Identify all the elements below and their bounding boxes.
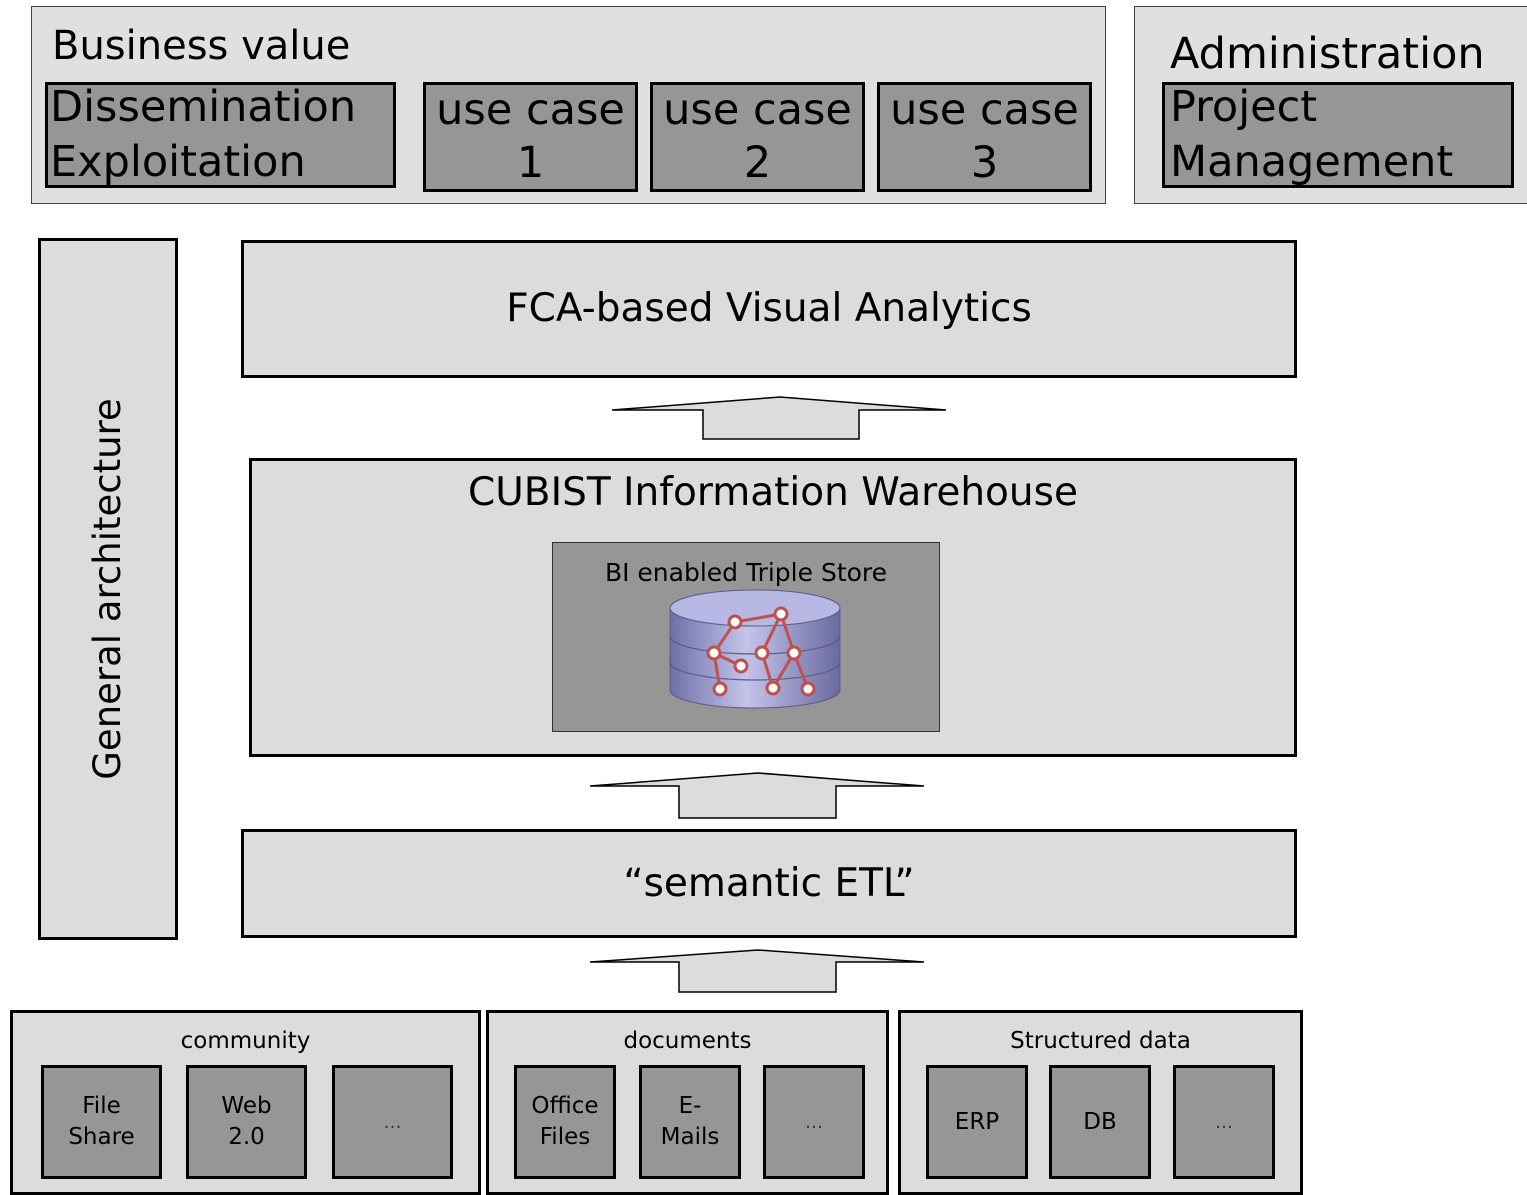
- source-item-e-mails-line2: Mails: [660, 1124, 720, 1150]
- use-case-1-box: use case 1: [423, 82, 638, 192]
- source-item-file-share: File Share: [41, 1065, 162, 1179]
- semantic-etl-layer: “semantic ETL”: [241, 829, 1297, 938]
- source-item-file-share-line1: File: [82, 1093, 121, 1119]
- dissemination-box: [45, 82, 396, 188]
- triple-store-label: BI enabled Triple Store: [604, 558, 888, 587]
- source-item-file-share-line2: Share: [68, 1124, 135, 1150]
- source-item-office-files: Office Files: [514, 1065, 616, 1179]
- structured-data-title: Structured data: [1010, 1027, 1191, 1054]
- use-case-1-line2: 1: [516, 138, 545, 188]
- source-item-web-20-line1: Web: [221, 1093, 272, 1119]
- source-item-web-20: Web 2.0: [186, 1065, 307, 1179]
- general-architecture-bar: [38, 238, 178, 940]
- semantic-etl-label: “semantic ETL”: [623, 860, 915, 906]
- use-case-3-line2: 3: [970, 138, 999, 188]
- information-warehouse-title: CUBIST Information Warehouse: [468, 470, 1078, 515]
- community-title: community: [180, 1027, 311, 1054]
- use-case-3-box: use case 3: [877, 82, 1092, 192]
- use-case-1-line1: use case: [436, 85, 625, 135]
- visual-analytics-layer: FCA-based Visual Analytics: [241, 240, 1297, 378]
- project-label: Project: [1170, 82, 1318, 132]
- exploitation-label: Exploitation: [50, 137, 306, 187]
- source-item-erp: ERP: [926, 1065, 1028, 1179]
- source-item-office-files-line1: Office: [531, 1093, 599, 1119]
- source-item-db-label: DB: [1083, 1108, 1117, 1135]
- business-value-title: Business value: [52, 23, 351, 69]
- use-case-2-box: use case 2: [650, 82, 865, 192]
- source-item-structured-more-label: …: [1215, 1111, 1233, 1133]
- documents-title: documents: [623, 1027, 752, 1054]
- source-item-web-20-line2: 2.0: [228, 1124, 265, 1150]
- source-item-structured-more: …: [1173, 1065, 1275, 1179]
- visual-analytics-label: FCA-based Visual Analytics: [506, 286, 1032, 331]
- dissemination-label: Dissemination: [50, 82, 357, 132]
- use-case-2-line2: 2: [743, 138, 772, 188]
- source-item-erp-label: ERP: [954, 1108, 1000, 1135]
- source-item-community-more-label: …: [383, 1111, 402, 1133]
- use-case-2-line1: use case: [663, 85, 852, 135]
- source-item-db: DB: [1049, 1065, 1151, 1179]
- source-item-e-mails: E- Mails: [639, 1065, 741, 1179]
- use-case-3-line1: use case: [890, 85, 1079, 135]
- management-label: Management: [1170, 137, 1454, 187]
- source-item-documents-more: …: [763, 1065, 865, 1179]
- source-item-community-more: …: [332, 1065, 453, 1179]
- administration-title: Administration: [1170, 29, 1485, 79]
- source-item-office-files-line2: Files: [539, 1124, 591, 1150]
- source-item-e-mails-line1: E-: [678, 1093, 702, 1119]
- project-management-box: [1162, 82, 1514, 188]
- source-item-documents-more-label: …: [805, 1111, 823, 1133]
